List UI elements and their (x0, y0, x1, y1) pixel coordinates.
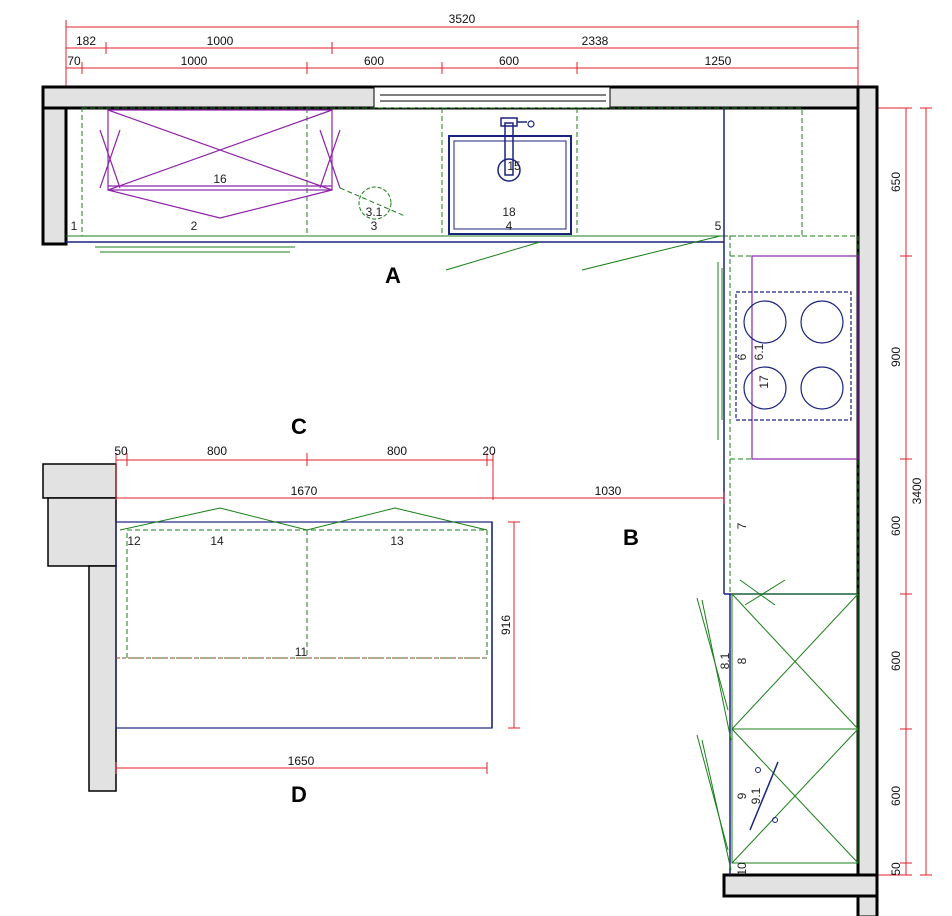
dim-gap-span: 1030 (595, 484, 622, 498)
dim-right-e: 600 (889, 786, 903, 806)
zone-a: A (385, 263, 401, 288)
dim-top3-e: 1250 (705, 54, 732, 68)
hob-cabinet (751, 255, 859, 460)
item-17-label: 17 (757, 375, 771, 389)
item-11-label: 11 (295, 645, 308, 659)
item-18-label: 18 (502, 205, 516, 219)
dim-top3-c: 600 (364, 54, 384, 68)
burner-icon (800, 300, 844, 344)
item-14-label: 14 (210, 534, 224, 548)
item-9-label: 9 (735, 792, 749, 799)
item-6-1-label: 6.1 (752, 343, 766, 360)
run-a-cabinets (66, 107, 725, 271)
item-9-1-label: 9.1 (749, 787, 763, 804)
cooktop (735, 291, 852, 421)
item-labels: 1 2 3 3.1 4 5 6 6.1 7 8 8.1 9 9.1 10 11 … (71, 159, 771, 876)
faucet-icon (504, 122, 514, 176)
dim-island-c: 800 (387, 444, 407, 458)
sink (448, 135, 572, 235)
item-6-label: 6 (735, 353, 749, 360)
dim-top2-b: 1000 (207, 34, 234, 48)
dim-island-b: 800 (207, 444, 227, 458)
upper-cabinet-16 (107, 109, 333, 191)
sink-drain (497, 158, 521, 182)
dim-top2-c: 2338 (582, 34, 609, 48)
dim-top3-b: 1000 (181, 54, 208, 68)
dim-island-depth: 916 (499, 615, 513, 635)
item-10-label: 10 (735, 862, 749, 876)
burner-icon (800, 366, 844, 410)
run-b-cabinets (696, 107, 859, 875)
zone-d: D (291, 782, 307, 807)
item-3-label: 3 (371, 219, 378, 233)
zone-b: B (623, 525, 639, 550)
window (373, 86, 611, 109)
item-2-label: 2 (191, 219, 198, 233)
corner-carousel (358, 186, 392, 220)
item-13-label: 13 (390, 534, 404, 548)
item-4-label: 4 (506, 219, 513, 233)
dim-top3-a: 70 (67, 54, 81, 68)
dim-right-d: 600 (889, 651, 903, 671)
top-dimensions: 3520 182 1000 2338 70 1000 600 600 1250 (65, 12, 859, 110)
item-8-label: 8 (735, 657, 749, 664)
item-8-1-label: 8.1 (718, 652, 732, 669)
dim-right-c: 600 (889, 516, 903, 536)
dim-right-f: 50 (889, 862, 903, 876)
dim-total-width: 3520 (449, 12, 476, 26)
dim-top3-d: 600 (499, 54, 519, 68)
island-body (115, 521, 493, 729)
burner-icon (743, 366, 787, 410)
dim-top2-a: 182 (76, 34, 96, 48)
item-1-label: 1 (71, 219, 78, 233)
dim-island-d: 20 (482, 444, 496, 458)
dim-island-a: 50 (114, 444, 128, 458)
dim-right-total: 3400 (910, 477, 924, 504)
dim-island-span: 1670 (291, 484, 318, 498)
item-12-label: 12 (127, 534, 141, 548)
dim-right-a: 650 (889, 172, 903, 192)
right-dimensions: 650 900 600 600 600 50 3400 (878, 107, 932, 876)
item-7-label: 7 (735, 522, 749, 529)
dim-island-bottom: 1650 (288, 754, 315, 768)
zone-c: C (291, 414, 307, 439)
item-15-label: 15 (507, 159, 521, 173)
item-5-label: 5 (715, 219, 722, 233)
dim-right-b: 900 (889, 347, 903, 367)
item-16-label: 16 (213, 172, 227, 186)
item-3-1-label: 3.1 (366, 205, 383, 219)
island: 50 800 800 20 1670 1030 916 1650 (114, 444, 725, 774)
tall-unit-9 (731, 728, 859, 864)
burner-icon (743, 300, 787, 344)
